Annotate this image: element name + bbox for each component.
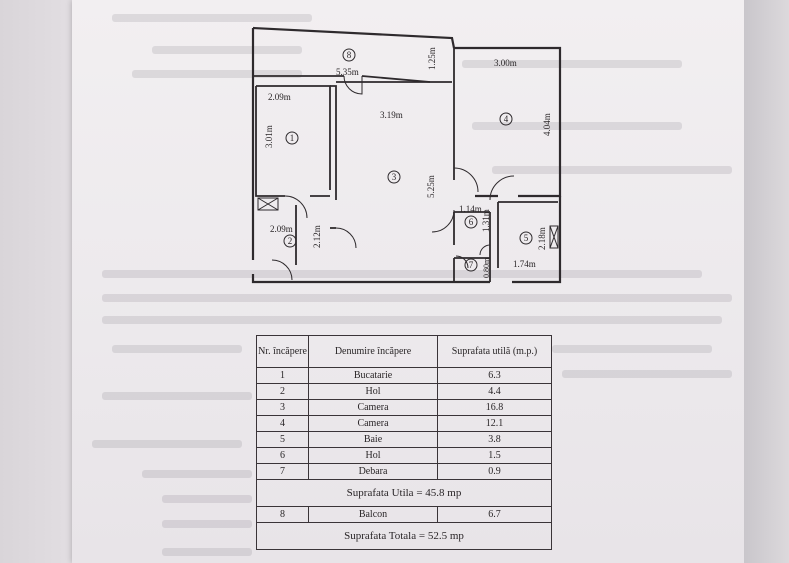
bleed-through-text: [162, 520, 252, 528]
bleed-through-text: [112, 345, 242, 353]
cell-nr: 5: [256, 431, 309, 448]
dim-room7-height: 0.80m: [482, 257, 491, 278]
svg-text:7: 7: [469, 260, 474, 270]
bleed-through-text: [92, 440, 242, 448]
dim-room4-height: 4.04m: [542, 113, 552, 136]
bleed-through-text: [132, 70, 302, 78]
svg-text:1: 1: [290, 133, 295, 143]
cell-nr: 2: [256, 383, 309, 400]
cell-denumire: Bucatarie: [308, 367, 438, 384]
dim-room4-width: 3.00m: [494, 58, 517, 68]
cell-suprafata: 3.8: [437, 431, 552, 448]
dim-room6-height: 1.31m: [481, 209, 491, 232]
bleed-through-text: [492, 166, 732, 174]
cell-suprafata: 0.9: [437, 463, 552, 480]
cell-nr: 8: [256, 506, 309, 523]
room-marker-6: 6: [464, 215, 478, 229]
dim-room2-width: 2.09m: [270, 224, 293, 234]
table-row: 3 Camera 16.8: [256, 399, 552, 416]
cell-nr: 1: [256, 367, 309, 384]
bleed-through-text: [162, 548, 252, 556]
bleed-through-text: [152, 46, 302, 54]
room-marker-4: 4: [499, 112, 513, 126]
svg-text:6: 6: [469, 217, 474, 227]
door-arcs: [271, 75, 515, 281]
cell-suprafata: 16.8: [437, 399, 552, 416]
table-row: 5 Baie 3.8: [256, 431, 552, 448]
dim-room8-height: 1.25m: [427, 47, 437, 70]
bleed-through-text: [112, 14, 312, 22]
svg-text:5: 5: [524, 233, 529, 243]
svg-text:2: 2: [288, 236, 293, 246]
room-markers: 1 2 3 4 5 6 7 8: [283, 48, 533, 272]
bleed-through-text: [472, 122, 682, 130]
cell-nr: 4: [256, 415, 309, 432]
svg-text:4: 4: [504, 114, 509, 124]
dim-room1-width: 2.09m: [268, 92, 291, 102]
bleed-through-text: [102, 316, 722, 324]
cell-nr: 6: [256, 447, 309, 464]
dim-room3-height: 5.25m: [426, 175, 436, 198]
bleed-through-text: [462, 60, 682, 68]
table-row: 1 Bucatarie 6.3: [256, 367, 552, 384]
inner-walls: [253, 48, 558, 282]
bleed-through-text: [102, 270, 702, 278]
bleed-through-text: [142, 470, 252, 478]
bleed-through-text: [552, 345, 712, 353]
dim-room5-height: 2.18m: [537, 227, 547, 250]
table-header-row: Nr. încăpere Denumire încăpere Suprafata…: [256, 335, 552, 368]
cell-suprafata: 12.1: [437, 415, 552, 432]
dim-room1-height: 3.01m: [264, 125, 274, 148]
header-suprafata: Suprafata utilă (m.p.): [437, 335, 552, 368]
room-marker-7: 7: [464, 258, 478, 272]
header-denumire: Denumire încăpere: [308, 335, 438, 368]
svg-text:8: 8: [347, 50, 352, 60]
room-marker-5: 5: [519, 231, 533, 245]
dim-room2-height: 2.12m: [312, 225, 322, 248]
room-marker-1: 1: [285, 131, 299, 145]
bleed-through-text: [102, 392, 252, 400]
dim-room3-width: 3.19m: [380, 110, 403, 120]
background-right: [744, 0, 789, 563]
room-marker-2: 2: [283, 234, 297, 248]
area-table: Nr. încăpere Denumire încăpere Suprafata…: [256, 335, 552, 550]
dim-room8-width: 5.35m: [336, 67, 359, 77]
dim-room5-width: 1.74m: [513, 259, 536, 269]
svg-text:3: 3: [392, 172, 397, 182]
cell-suprafata: 4.4: [437, 383, 552, 400]
header-nr: Nr. încăpere: [256, 335, 309, 368]
utila-total: Suprafata Utila = 45.8 mp: [256, 479, 552, 507]
cell-denumire: Hol: [308, 447, 438, 464]
room-marker-3: 3: [387, 170, 401, 184]
bleed-through-text: [102, 294, 732, 302]
background-left: [0, 0, 72, 563]
cell-nr: 7: [256, 463, 309, 480]
bleed-through-text: [562, 370, 732, 378]
ventilation-shafts: [257, 197, 559, 249]
totala-total: Suprafata Totala = 52.5 mp: [256, 522, 552, 550]
cell-nr: 3: [256, 399, 309, 416]
cell-denumire: Camera: [308, 415, 438, 432]
cell-denumire: Balcon: [308, 506, 438, 523]
utila-total-row: Suprafata Utila = 45.8 mp: [256, 479, 552, 507]
room-marker-8: 8: [342, 48, 356, 62]
table-row: 6 Hol 1.5: [256, 447, 552, 464]
cell-denumire: Debara: [308, 463, 438, 480]
cell-suprafata: 1.5: [437, 447, 552, 464]
totala-total-row: Suprafata Totala = 52.5 mp: [256, 522, 552, 550]
table-row: 2 Hol 4.4: [256, 383, 552, 400]
dimension-labels: 2.09m 3.01m 2.09m 2.12m 3.19m 5.25m 3.00…: [264, 47, 552, 278]
cell-suprafata: 6.7: [437, 506, 552, 523]
cell-denumire: Hol: [308, 383, 438, 400]
cell-denumire: Camera: [308, 399, 438, 416]
cell-denumire: Baie: [308, 431, 438, 448]
dim-room6-width: 1.14m: [459, 204, 482, 214]
cell-suprafata: 6.3: [437, 367, 552, 384]
table-row: 4 Camera 12.1: [256, 415, 552, 432]
balcon-row: 8 Balcon 6.7: [256, 506, 552, 523]
floor-plan: 1 2 3 4 5 6 7 8 2.09m: [251, 26, 562, 284]
bleed-through-text: [162, 495, 252, 503]
table-row: 7 Debara 0.9: [256, 463, 552, 480]
